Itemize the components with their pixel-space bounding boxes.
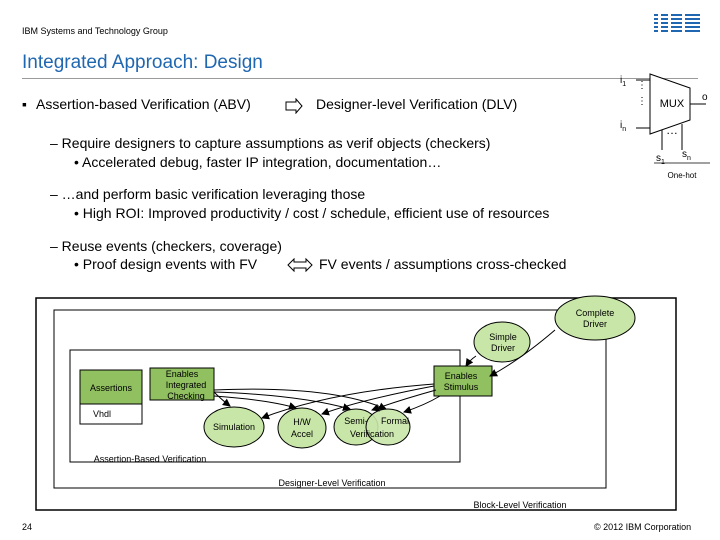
abv-label: Assertion-Based Verification: [94, 454, 207, 464]
sub-bullet-3: – Reuse events (checkers, coverage): [50, 238, 282, 254]
formal-ellipse: [365, 408, 411, 446]
svg-text:Enables: Enables: [445, 371, 478, 381]
svg-text:⋮: ⋮: [637, 96, 647, 107]
svg-text:Simple: Simple: [489, 332, 517, 342]
hw-accel-ellipse: [277, 407, 327, 449]
bullet-abv: Assertion-based Verification (ABV): [36, 96, 251, 112]
mux-shape: [649, 73, 691, 135]
sub-bullet-3a-pre: • Proof design events with FV: [74, 256, 258, 272]
svg-text:Simulation: Simulation: [213, 422, 255, 432]
title-divider: [22, 78, 698, 79]
mux-s1: s: [656, 153, 661, 164]
blv-label: Block-Level Verification: [473, 500, 566, 510]
svg-text:sn: sn: [682, 149, 691, 162]
svg-text:Integrated: Integrated: [166, 380, 207, 390]
simple-driver-ellipse: [473, 321, 531, 363]
svg-text:Formal: Formal: [381, 416, 409, 426]
svg-text:Enables: Enables: [166, 369, 199, 379]
double-arrow-icon: [287, 256, 313, 279]
mux-label: MUX: [660, 98, 685, 110]
bullet-square-icon: ▪: [22, 96, 27, 112]
svg-text:i1: i1: [620, 75, 626, 88]
svg-text:Vhdl: Vhdl: [93, 409, 111, 419]
svg-text:Assertions: Assertions: [90, 383, 133, 393]
svg-text:Accel: Accel: [291, 429, 313, 439]
sub-bullet-3a-post: FV events / assumptions cross-checked: [319, 256, 567, 272]
svg-text:in: in: [620, 120, 626, 133]
mux-dots-vertical: ⋮: [637, 80, 647, 91]
bullet-dlv: Designer-level Verification (DLV): [316, 96, 518, 112]
assertions-box: [79, 369, 143, 405]
svg-text:Driver: Driver: [491, 343, 515, 353]
svg-text:Driver: Driver: [583, 319, 607, 329]
ibm-logo: [654, 14, 700, 39]
vhdl-box: [79, 403, 143, 425]
mux-figure: ⋮ ⋮ MUX i1 in o … s1 sn One-hot: [620, 73, 710, 180]
sub-bullet-2: – …and perform basic verification levera…: [50, 186, 366, 202]
mux-one-hot: One-hot: [668, 171, 698, 180]
page-number: 24: [22, 522, 33, 532]
mux-in1: i: [620, 75, 622, 86]
complete-driver-ellipse: [554, 295, 636, 341]
page-title: Integrated Approach: Design: [22, 52, 263, 73]
svg-text:Complete: Complete: [576, 308, 615, 318]
svg-text:Semi-: Semi-: [344, 416, 368, 426]
svg-text:Stimulus: Stimulus: [444, 382, 479, 392]
mux-sn: s: [682, 149, 687, 160]
svg-text:Verification: Verification: [350, 429, 394, 439]
sub-bullet-1a: • Accelerated debug, faster IP integrati…: [74, 154, 442, 170]
svg-text:Checking: Checking: [167, 391, 205, 401]
header-org: IBM Systems and Technology Group: [22, 26, 168, 36]
copyright: © 2012 IBM Corporation: [594, 522, 692, 532]
svg-text:H/W: H/W: [293, 417, 311, 427]
mux-inn: i: [620, 120, 622, 131]
arrow-icon: [285, 97, 309, 119]
simulation-ellipse: [203, 406, 265, 448]
sub-bullet-1: – Require designers to capture assumptio…: [50, 135, 491, 151]
mux-dots: …: [666, 123, 678, 137]
enables-checking-box: [149, 367, 215, 401]
mux-out: o: [702, 92, 708, 103]
enables-stimulus-box: [433, 365, 493, 397]
svg-text:s1: s1: [656, 153, 665, 166]
sub-bullet-2a: • High ROI: Improved productivity / cost…: [74, 205, 550, 221]
dlv-label: Designer-Level Verification: [278, 478, 385, 488]
